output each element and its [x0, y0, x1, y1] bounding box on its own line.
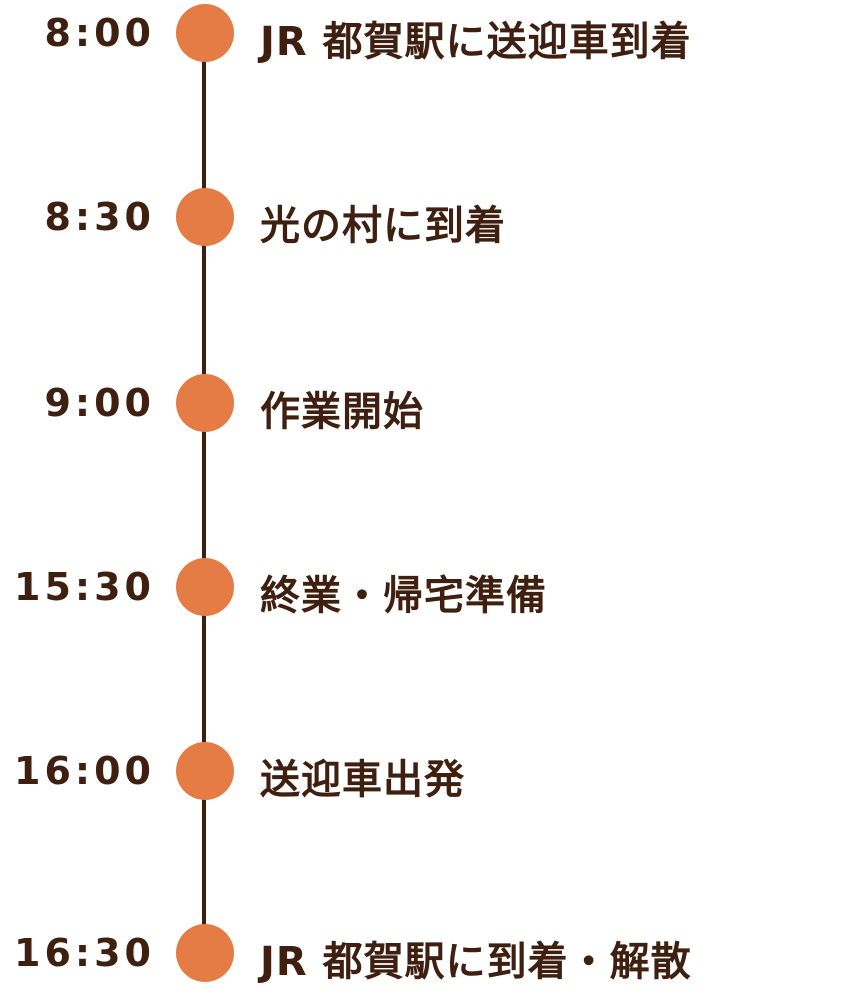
time-label: 15:30 — [14, 565, 155, 609]
time-label: 8:00 — [44, 11, 155, 55]
timeline-item: 8:00 JR 都賀駅に送迎車到着 — [0, 3, 843, 65]
event-label: 作業開始 — [260, 389, 424, 435]
timeline-item: 8:30 光の村に到着 — [0, 187, 843, 249]
timeline-dot-icon — [176, 924, 234, 982]
timeline-item: 15:30 終業・帰宅準備 — [0, 557, 843, 619]
time-label: 16:30 — [14, 931, 155, 975]
timeline-item: 9:00 作業開始 — [0, 373, 843, 435]
time-label: 9:00 — [44, 381, 155, 425]
timeline-item: 16:30 JR 都賀駅に到着・解散 — [0, 923, 843, 985]
event-label: JR 都賀駅に到着・解散 — [260, 939, 692, 985]
timeline-dot-icon — [176, 742, 234, 800]
event-label: 光の村に到着 — [260, 203, 506, 249]
event-label: 送迎車出発 — [260, 757, 465, 803]
timeline-item: 16:00 送迎車出発 — [0, 741, 843, 803]
event-label: JR 都賀駅に送迎車到着 — [260, 19, 692, 65]
timeline-dot-icon — [176, 4, 234, 62]
time-label: 8:30 — [44, 195, 155, 239]
timeline-dot-icon — [176, 188, 234, 246]
timeline-line — [202, 33, 206, 953]
timeline-dot-icon — [176, 374, 234, 432]
timeline-dot-icon — [176, 558, 234, 616]
time-label: 16:00 — [14, 749, 155, 793]
event-label: 終業・帰宅準備 — [260, 573, 547, 619]
